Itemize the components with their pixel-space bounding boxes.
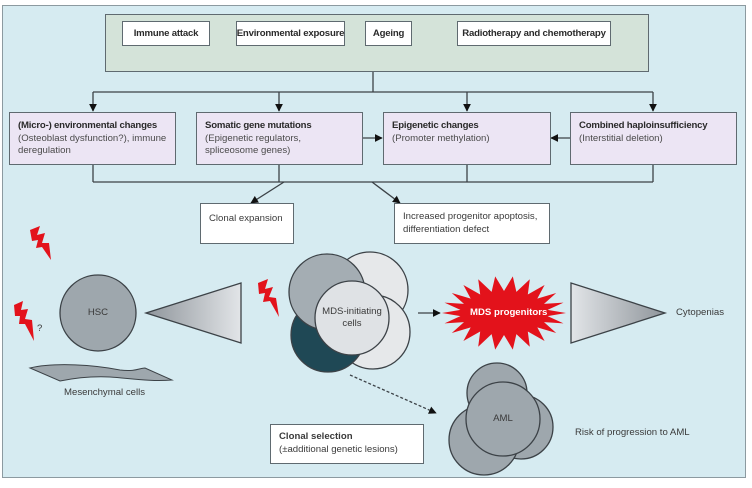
- mechanism-micro-env: (Micro-) environmental changes (Osteobla…: [9, 112, 176, 165]
- mds-cell-center: [314, 280, 390, 356]
- hsc-label: HSC: [87, 307, 109, 318]
- mds-progenitors-label: MDS progenitors: [470, 307, 548, 318]
- arrow-to-apoptosis: [371, 181, 401, 204]
- mds-initiating-label: MDS-initiating cells: [322, 306, 382, 329]
- mechanism-title: (Micro-) environmental changes: [18, 120, 157, 131]
- mechanism-title: Combined haploinsufficiency: [579, 120, 708, 131]
- clonal-selection-detail: (±additional genetic lesions): [279, 443, 398, 455]
- mechanism-detail: (Promoter methylation): [392, 132, 490, 144]
- mechanism-haplo: Combined haploinsufficiency (Interstitia…: [570, 112, 737, 165]
- cause-radiotherapy: Radiotherapy and chemotherapy: [457, 21, 611, 46]
- aml-cell-front: [465, 381, 541, 457]
- aml-risk-label: Risk of progression to AML: [575, 427, 690, 438]
- mechanism-somatic: Somatic gene mutations (Epigenetic regul…: [196, 112, 363, 165]
- clonal-selection-box: Clonal selection (±additional genetic le…: [270, 424, 424, 464]
- lightning-icon: [258, 279, 279, 317]
- outcome-apoptosis: Increased progenitor apoptosis, differen…: [394, 203, 550, 244]
- diagram-panel: [2, 5, 746, 478]
- aml-cluster: [448, 362, 554, 476]
- dashed-arrow-to-aml: [349, 374, 437, 414]
- mechanism-detail: (Osteoblast dysfunction?), immune deregu…: [18, 132, 167, 157]
- aml-label: AML: [493, 413, 513, 424]
- cause-ageing: Ageing: [365, 21, 412, 46]
- cytopenias-label: Cytopenias: [676, 307, 724, 318]
- mechanism-epigenetic: Epigenetic changes (Promoter methylation…: [383, 112, 551, 165]
- mechanism-detail: (Epigenetic regulators, spliceosome gene…: [205, 132, 301, 157]
- cause-environmental-exposure: Environmental exposure: [236, 21, 345, 46]
- mds-initiating-cluster: [288, 251, 411, 373]
- mechanism-title: Somatic gene mutations: [205, 120, 312, 131]
- lightning-icon: [30, 226, 51, 260]
- connector-lines: [89, 72, 657, 414]
- arrow-to-clonal-expansion: [250, 181, 285, 204]
- mesenchymal-label: Mesenchymal cells: [64, 387, 146, 398]
- lightning-bolts: [14, 226, 279, 341]
- cause-immune-attack: Immune attack: [122, 21, 210, 46]
- outcome-clonal-expansion: Clonal expansion: [200, 203, 294, 244]
- mesenchymal-cell-shape: [28, 364, 174, 382]
- mechanism-detail: (Interstitial deletion): [579, 132, 663, 144]
- question-mark: ?: [37, 323, 43, 334]
- hsc-cell: [59, 274, 137, 352]
- mds-progenitors-star: [442, 276, 566, 350]
- clonal-selection-title: Clonal selection: [279, 431, 353, 442]
- mechanism-title: Epigenetic changes: [392, 120, 479, 131]
- cytopenia-triangle: [570, 282, 668, 344]
- lightning-icon: [14, 301, 34, 341]
- expansion-triangle: [143, 282, 242, 344]
